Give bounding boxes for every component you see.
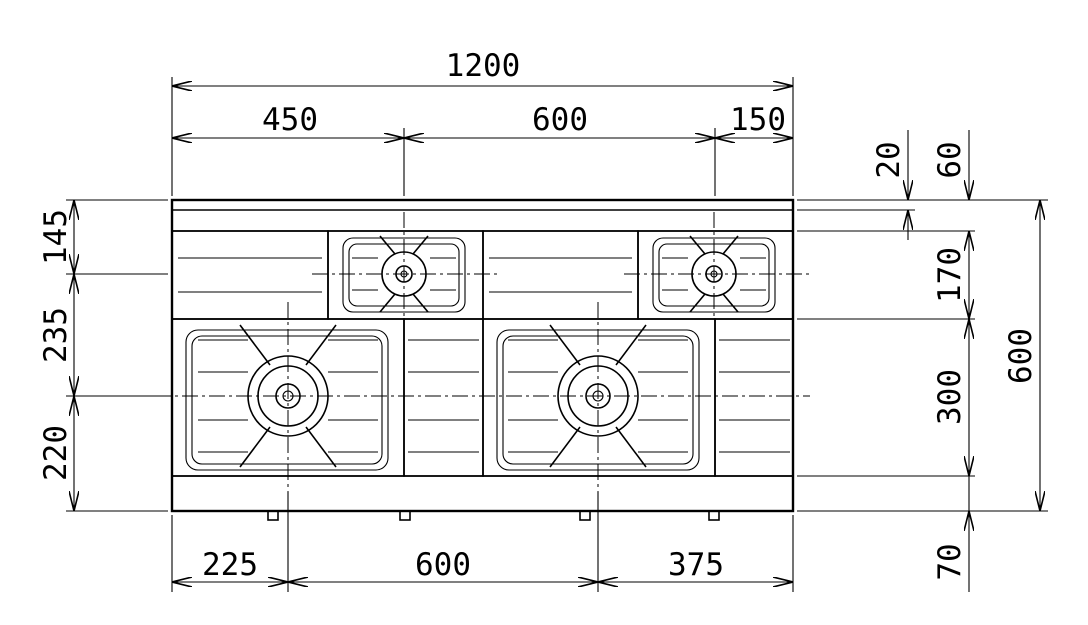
right-dimensions	[797, 130, 1048, 592]
dim-bottom-left: 225	[202, 547, 258, 583]
dim-right-300: 300	[932, 369, 968, 425]
dim-top-right: 150	[730, 102, 786, 138]
large-burner-1	[185, 302, 389, 492]
top-dimensions	[171, 77, 794, 196]
dim-bottom-middle: 600	[415, 547, 471, 583]
dim-left-middle: 235	[38, 307, 74, 363]
small-burner-1	[312, 212, 500, 320]
large-burner-2	[496, 302, 700, 492]
dim-right-70: 70	[932, 543, 968, 580]
dim-right-60: 60	[932, 141, 968, 178]
dim-top-left: 450	[262, 102, 318, 138]
dim-top-middle: 600	[532, 102, 588, 138]
knobs	[267, 510, 720, 521]
dim-right-170: 170	[932, 247, 968, 303]
dim-top-overall: 1200	[446, 48, 521, 84]
dim-right-20: 20	[871, 141, 907, 178]
dim-bottom-right: 375	[668, 547, 724, 583]
dim-left-bottom: 220	[38, 425, 74, 481]
bottom-dimensions	[171, 492, 794, 592]
large-burner-zone	[171, 318, 794, 477]
dim-left-top: 145	[38, 209, 74, 265]
small-burner-2	[624, 212, 810, 320]
left-dimensions	[66, 199, 168, 512]
dim-right-600: 600	[1003, 328, 1039, 384]
